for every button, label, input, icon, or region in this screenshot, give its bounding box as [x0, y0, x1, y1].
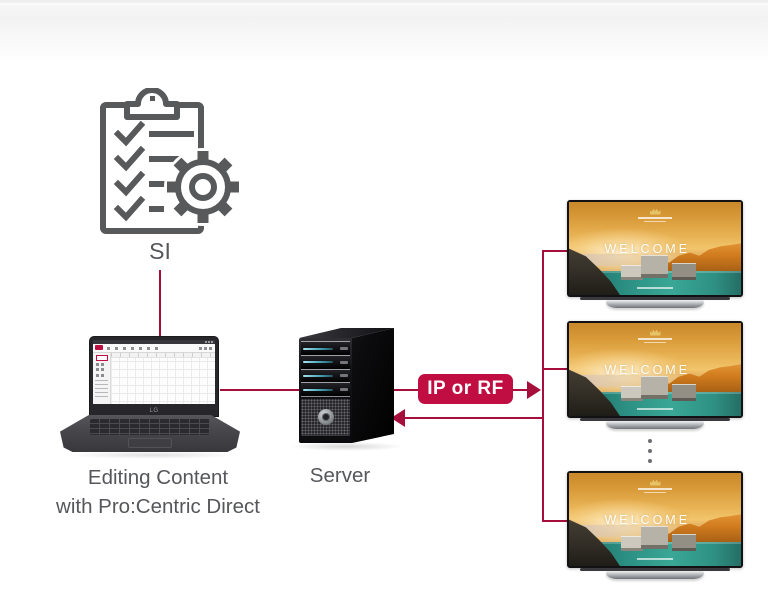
scene-resort-buildings [620, 525, 697, 552]
si-label: SI [149, 238, 171, 264]
laptop-shadow [64, 451, 239, 459]
editing-app-window [93, 340, 215, 404]
laptop-brand-logo: LG [149, 408, 159, 414]
tv-welcome-screen: WELCOME [569, 473, 741, 566]
tv-display-3: WELCOME [567, 471, 743, 579]
arrow-right-icon [527, 381, 541, 399]
editor-caption-line1: Editing Content [87, 466, 229, 489]
app-titlebar [93, 340, 215, 344]
server-shadow [288, 442, 404, 451]
clipboard-checklist-gear-icon [100, 88, 240, 234]
app-tool-sidebar [93, 353, 111, 404]
hotel-crest-icon [633, 329, 677, 343]
ip-or-rf-badge: IP or RF [418, 374, 513, 404]
app-body [93, 353, 215, 404]
app-layer-list [95, 380, 108, 400]
tv-stand-mount [580, 418, 730, 421]
laptop: LG [60, 336, 240, 454]
app-ruler [111, 353, 215, 358]
connector-badge-to-displays [512, 389, 528, 391]
tv-welcome-screen: WELCOME [569, 323, 741, 416]
connector-displays-to-server [404, 417, 543, 419]
tv-stand [606, 421, 704, 429]
laptop-trackpad [128, 438, 172, 448]
vertical-ellipsis-icon [646, 439, 654, 469]
connector-branch-tv2 [543, 368, 568, 370]
crest-crown-icon [649, 329, 661, 336]
editor-caption: Editing Content with Pro:Centric Direct [27, 463, 289, 521]
app-tool-icons [95, 363, 108, 377]
server-side-face [352, 328, 394, 443]
server-label: Server [309, 464, 371, 487]
tv-welcome-text: WELCOME [604, 512, 691, 527]
tv-footnote-text [637, 407, 673, 410]
tv-welcome-screen: WELCOME [569, 202, 741, 295]
server-base [301, 435, 350, 441]
server-drive-bays [301, 341, 350, 397]
app-toolbar [93, 344, 215, 353]
tv-stand-mount [580, 297, 730, 300]
tv-welcome-text: WELCOME [604, 362, 691, 377]
laptop-base [60, 415, 240, 452]
tv-stand [606, 571, 704, 579]
server-tower [296, 326, 396, 448]
server-drive-bay [301, 341, 350, 355]
connector-branch-tv1 [543, 250, 568, 252]
connector-branch-tv3 [543, 520, 568, 522]
tv-stand-mount [580, 568, 730, 571]
tv-frame: WELCOME [567, 200, 743, 297]
crest-crown-icon [649, 479, 661, 486]
arrow-left-icon [391, 409, 405, 427]
connector-trunk-vertical [542, 250, 544, 522]
editor-caption-line2: with Pro:Centric Direct [56, 495, 260, 518]
server-front-face [299, 338, 352, 443]
connector-server-to-badge [394, 389, 419, 391]
server-drive-bay [301, 382, 350, 397]
tv-frame: WELCOME [567, 471, 743, 568]
app-grid-canvas [111, 353, 215, 404]
tv-frame: WELCOME [567, 321, 743, 418]
hotel-crest-icon [633, 479, 677, 493]
scene-resort-buildings [620, 254, 697, 281]
server-drive-bay [301, 354, 350, 369]
app-toolbar-right-icons [199, 347, 213, 350]
scene-resort-buildings [620, 375, 697, 402]
crest-crown-icon [649, 208, 661, 215]
hotel-crest-icon [633, 208, 677, 222]
tv-display-2: WELCOME [567, 321, 743, 429]
app-new-button [95, 355, 108, 361]
tv-footnote-text [637, 557, 673, 560]
server-mesh-panel [301, 399, 350, 435]
tv-welcome-text: WELCOME [604, 241, 691, 256]
tv-footnote-text [637, 286, 673, 289]
server-power-knob-icon [317, 409, 334, 425]
tv-stand [606, 300, 704, 308]
laptop-keyboard [90, 419, 210, 435]
server-top-face [299, 328, 394, 338]
ip-or-rf-label: IP or RF [427, 378, 504, 399]
top-gradient-strip [0, 0, 768, 62]
server-drive-bay [301, 368, 350, 383]
laptop-screen: LG [89, 336, 219, 417]
connector-si-to-laptop [159, 270, 161, 338]
app-logo-icon [95, 345, 103, 350]
tv-display-1: WELCOME [567, 200, 743, 308]
connector-laptop-to-server [220, 389, 299, 391]
app-toolbar-icons [107, 347, 159, 350]
